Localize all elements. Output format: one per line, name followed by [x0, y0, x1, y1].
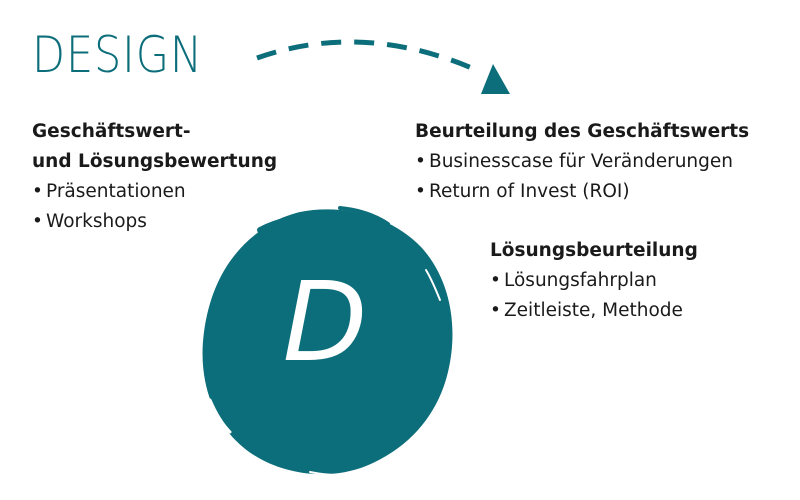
bullet-item: Präsentationen — [32, 177, 277, 207]
section-heading: und Lösungsbewertung — [32, 151, 278, 172]
business-value-evaluation-section: Beurteilung des Geschäftswerts Businessc… — [415, 117, 749, 207]
bullet-list: Businesscase für Veränderungen Return of… — [415, 147, 749, 207]
section-heading: Geschäftswert- — [32, 121, 191, 142]
bullet-list: Lösungsfahrplan Zeitleiste, Methode — [490, 266, 698, 326]
circle-shape — [202, 209, 453, 475]
bullet-item: Lösungsfahrplan — [490, 266, 698, 296]
bullet-item: Zeitleiste, Methode — [490, 296, 698, 326]
dashed-arrow-icon — [256, 39, 510, 94]
bullet-item: Return of Invest (ROI) — [415, 177, 749, 207]
section-heading: Lösungsbeurteilung — [490, 240, 698, 261]
bullet-item: Workshops — [32, 207, 277, 237]
value-solution-assessment-section: Geschäftswert- und Lösungsbewertung Präs… — [32, 117, 277, 237]
bullet-list: Präsentationen Workshops — [32, 177, 277, 237]
bullet-item: Businesscase für Veränderungen — [415, 147, 749, 177]
phase-title: DESIGN — [32, 26, 203, 84]
circle-letter: D — [283, 258, 368, 386]
brush-circle: D — [202, 206, 453, 476]
section-heading: Beurteilung des Geschäftswerts — [415, 121, 750, 142]
solution-evaluation-section: Lösungsbeurteilung Lösungsfahrplan Zeitl… — [490, 236, 698, 326]
